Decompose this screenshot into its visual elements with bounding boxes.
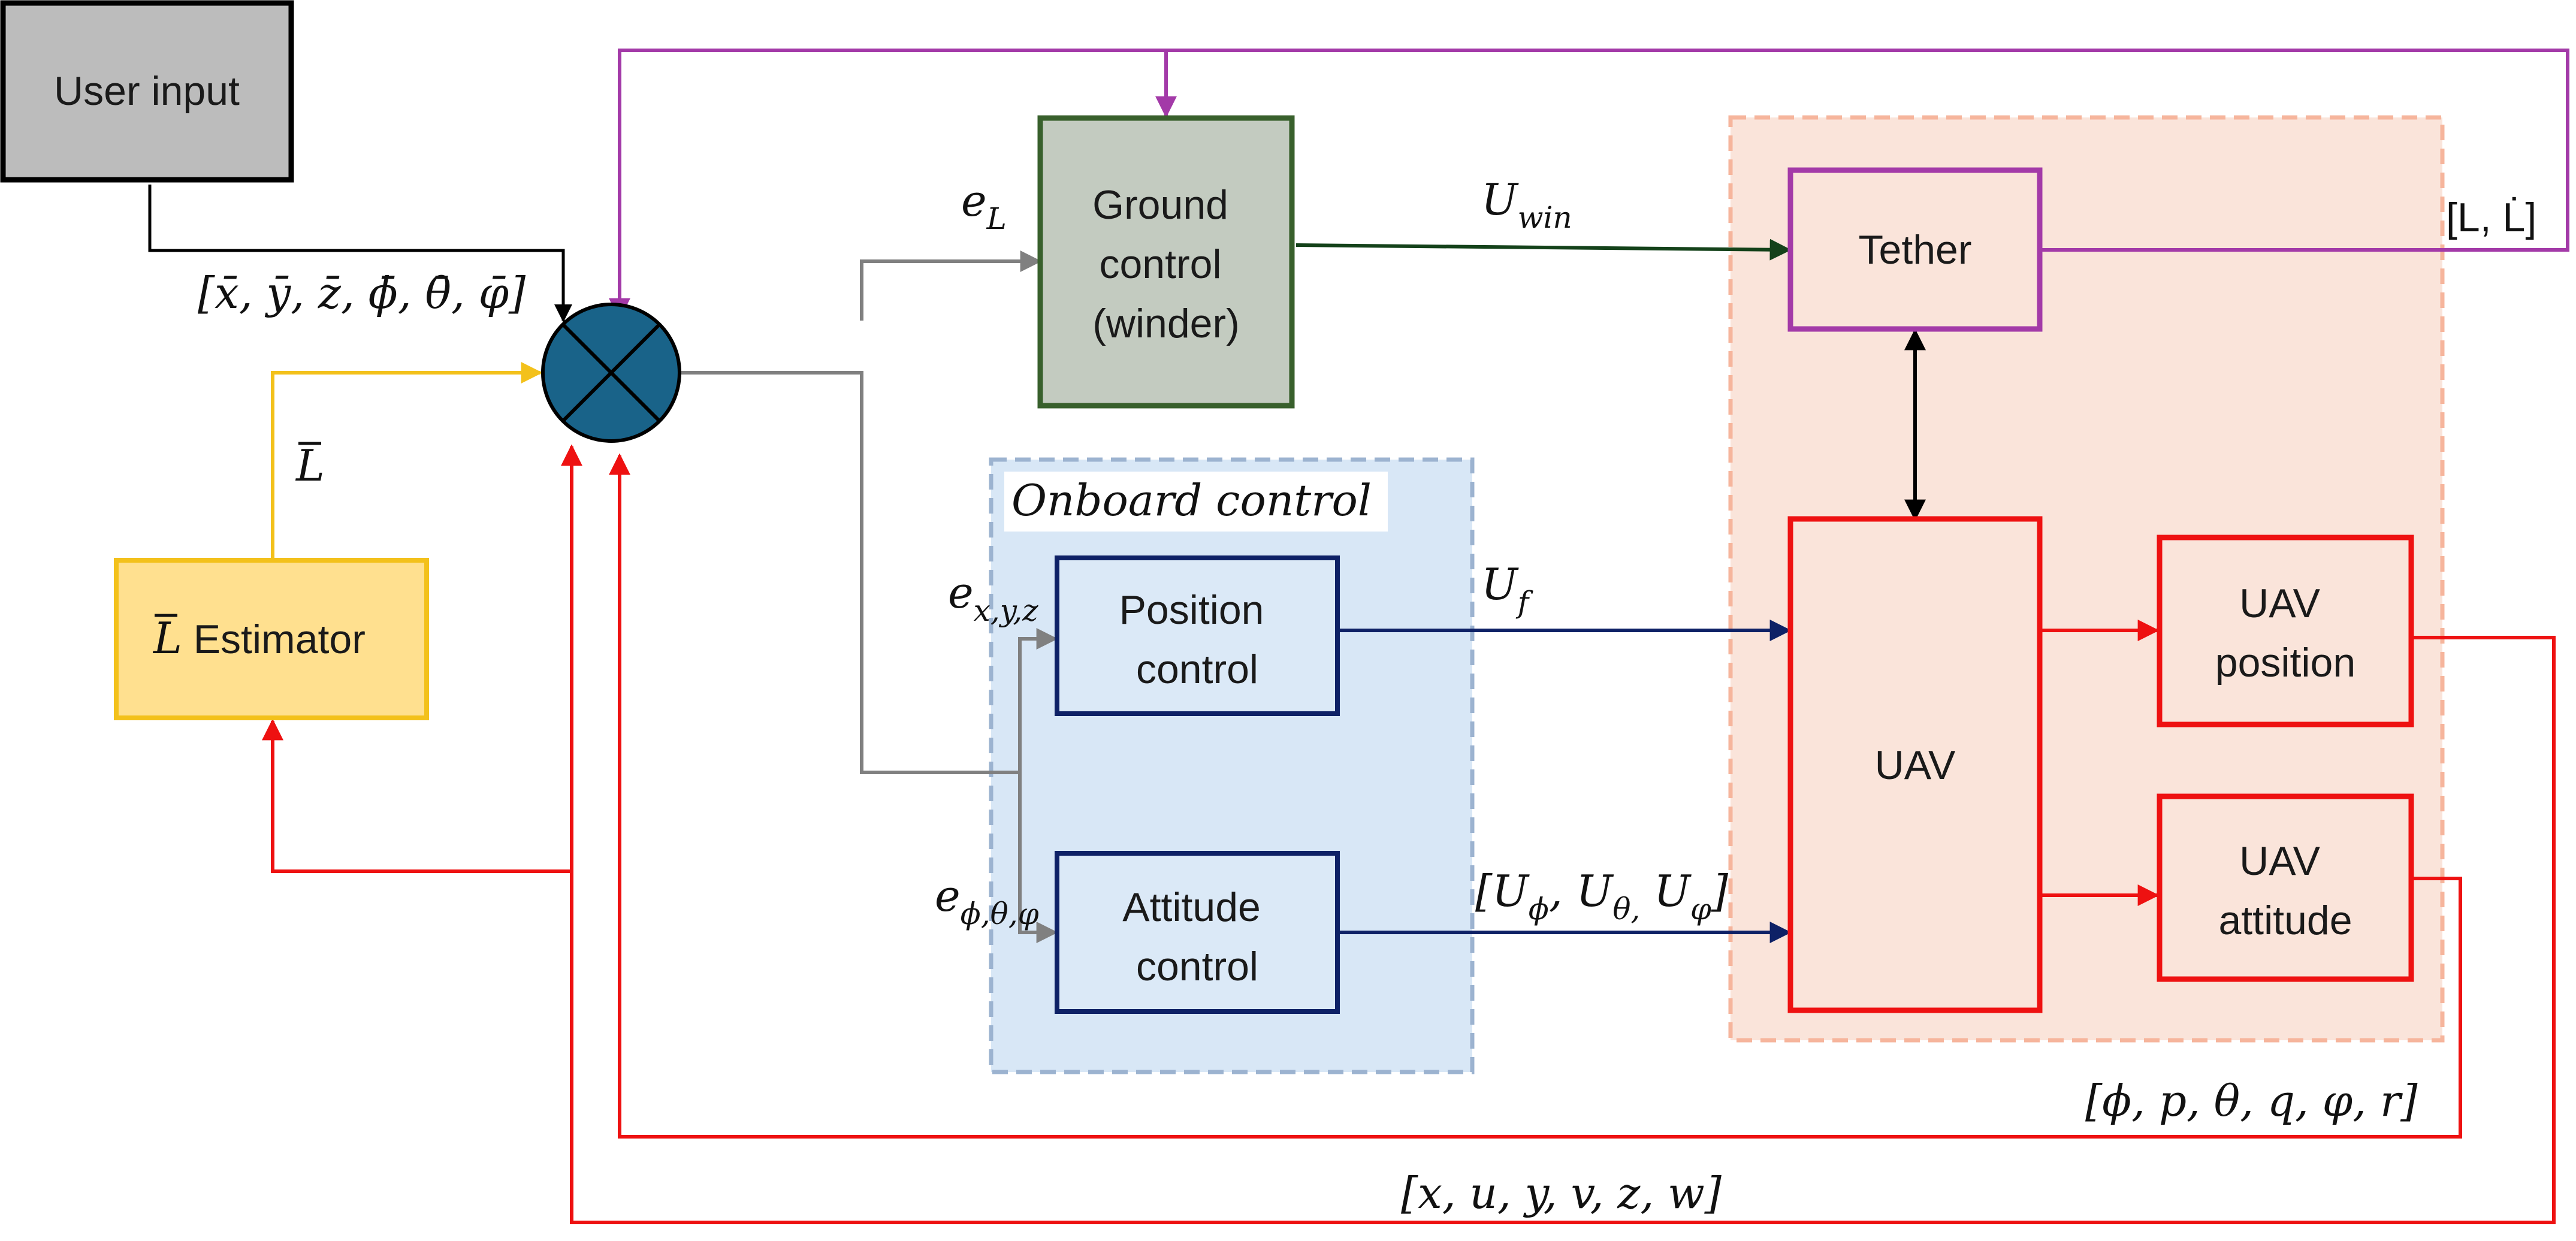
user-input-box: [0, 0, 294, 183]
uav-attitude-box: [2157, 793, 2414, 982]
uav-position-box: [2157, 535, 2414, 727]
reference-line: [148, 185, 572, 322]
position-control-label: Position control: [1119, 587, 1276, 692]
e-angles-label: eϕ,θ,φ: [935, 871, 1039, 931]
e-xyz-label: ex,y,z: [948, 567, 1038, 628]
error-main-line: [680, 371, 1020, 774]
u-win-label: Uwin: [1481, 174, 1572, 235]
reference-vector-label: [x̄, ȳ, z̄, ϕ̄, θ̄, φ̄]: [198, 268, 526, 318]
estimator-line: [271, 362, 543, 560]
tether-label: Tether: [1859, 227, 1972, 273]
estimator-label: L Estimator: [152, 613, 366, 663]
l-ldot-label: [L, L̇]: [2446, 195, 2536, 240]
uav-box: [1787, 516, 2043, 1013]
u-angles-label: [Uϕ, Uθ, Uφ]: [1475, 866, 1729, 926]
position-feedback-line: [561, 444, 2556, 1224]
attitude-control-label: Attitude control: [1122, 884, 1272, 989]
position-feedback-label: [x, u, y, v, z, w]: [1401, 1168, 1722, 1218]
uav-label: UAV: [1875, 742, 1956, 788]
uav-attitude-label: UAV attitude: [2218, 838, 2352, 943]
l-bar-label: L: [295, 440, 325, 491]
ground-control-label: Ground control (winder): [1092, 182, 1240, 346]
onboard-control-title: Onboard control: [1011, 475, 1372, 526]
summing-junction: [541, 303, 681, 443]
error-to-ground-line: [860, 250, 1042, 321]
uwin-line: [1295, 238, 1792, 261]
estimator-feedback-line: [262, 718, 572, 873]
error-to-position-line: [1018, 628, 1058, 772]
tether-box: [1787, 167, 2043, 332]
estimator-bar-symbol: L: [152, 613, 182, 663]
ground-control-box: [1037, 115, 1295, 409]
estimator-box: [114, 558, 429, 720]
tether-feedback-line: [609, 49, 2569, 320]
uav-position-label: UAV position: [2215, 581, 2355, 686]
error-to-attitude-line: [1018, 772, 1058, 943]
attitude-control-box: [1055, 851, 1340, 1014]
attitude-feedback-line: [609, 453, 2462, 1139]
user-input-label: User input: [54, 68, 240, 114]
e-l-label: eL: [961, 176, 1007, 236]
attitude-feedback-label: [ϕ, p, θ, q, φ, r]: [2085, 1076, 2418, 1126]
onboard-title-bg: [1004, 472, 1388, 532]
u-f-label: Uf: [1481, 559, 1533, 620]
position-control-box: [1055, 555, 1340, 716]
